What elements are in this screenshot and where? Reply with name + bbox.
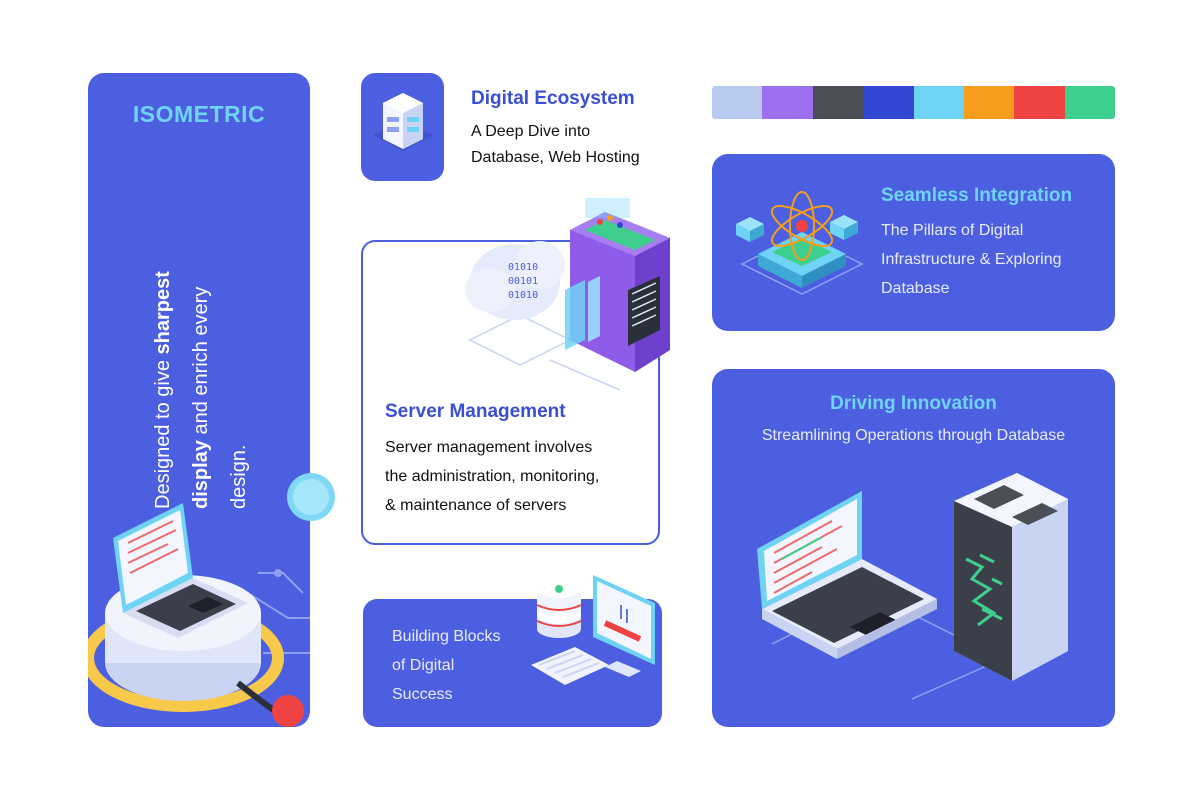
ecosystem-line-1: A Deep Dive into: [471, 123, 591, 140]
building-blocks-text: Building Blocks of Digital Success: [392, 622, 532, 709]
atom-chip-icon: [736, 191, 864, 295]
database-monitor-keyboard-icon: [531, 575, 655, 685]
database-server-icon: [373, 93, 433, 151]
server-management-description: Server management involves the administr…: [385, 433, 645, 520]
seamless-line-3: Database: [881, 280, 950, 297]
blocks-line-3: Success: [392, 686, 453, 703]
seamless-line-2: Infrastructure & Exploring: [881, 251, 1062, 268]
palette-swatch-3: [812, 86, 864, 119]
laptop-on-platform-icon: [88, 503, 310, 727]
seamless-line-1: The Pillars of Digital: [881, 222, 1024, 239]
isometric-card: ISOMETRIC Designed to give sharpest disp…: [88, 73, 310, 727]
seamless-title: Seamless Integration: [881, 185, 1073, 206]
server-line-1: Server management involves: [385, 439, 593, 456]
palette-swatch-7: [1014, 86, 1065, 119]
palette-swatch-6: [963, 86, 1015, 119]
driving-title: Driving Innovation: [830, 393, 997, 414]
isometric-title: ISOMETRIC: [132, 101, 266, 127]
driving-subtitle: Streamlining Operations through Database: [761, 427, 1066, 444]
palette-swatch-5: [913, 86, 964, 119]
cloud-server-illustration-icon: 01010 00101 01010: [465, 198, 670, 391]
blocks-line-2: of Digital: [392, 657, 455, 674]
database-icon-card: [361, 73, 444, 181]
floating-bubble-icon: [287, 473, 335, 521]
server-line-3: & maintenance of servers: [385, 497, 567, 514]
color-palette: [712, 86, 1115, 119]
palette-swatch-1: [712, 86, 763, 119]
ecosystem-description: A Deep Dive into Database, Web Hosting: [471, 119, 691, 171]
server-line-2: the administration, monitoring,: [385, 468, 600, 485]
ecosystem-title: Digital Ecosystem: [471, 88, 635, 109]
blocks-line-1: Building Blocks: [392, 628, 501, 645]
binary-text-1: 01010: [508, 262, 538, 273]
server-management-title: Server Management: [385, 401, 566, 422]
driving-innovation-card: Driving Innovation Streamlining Operatio…: [712, 369, 1115, 727]
seamless-integration-card: Seamless Integration The Pillars of Digi…: [712, 154, 1115, 331]
palette-swatch-2: [762, 86, 813, 119]
palette-swatch-4: [863, 86, 914, 119]
binary-text-2: 00101: [508, 276, 538, 287]
ecosystem-line-2: Database, Web Hosting: [471, 149, 640, 166]
binary-text-3: 01010: [508, 290, 538, 301]
seamless-description: The Pillars of Digital Infrastructure & …: [881, 216, 1096, 303]
laptop-and-server-icon: [757, 473, 1068, 700]
palette-swatch-8: [1064, 86, 1115, 119]
